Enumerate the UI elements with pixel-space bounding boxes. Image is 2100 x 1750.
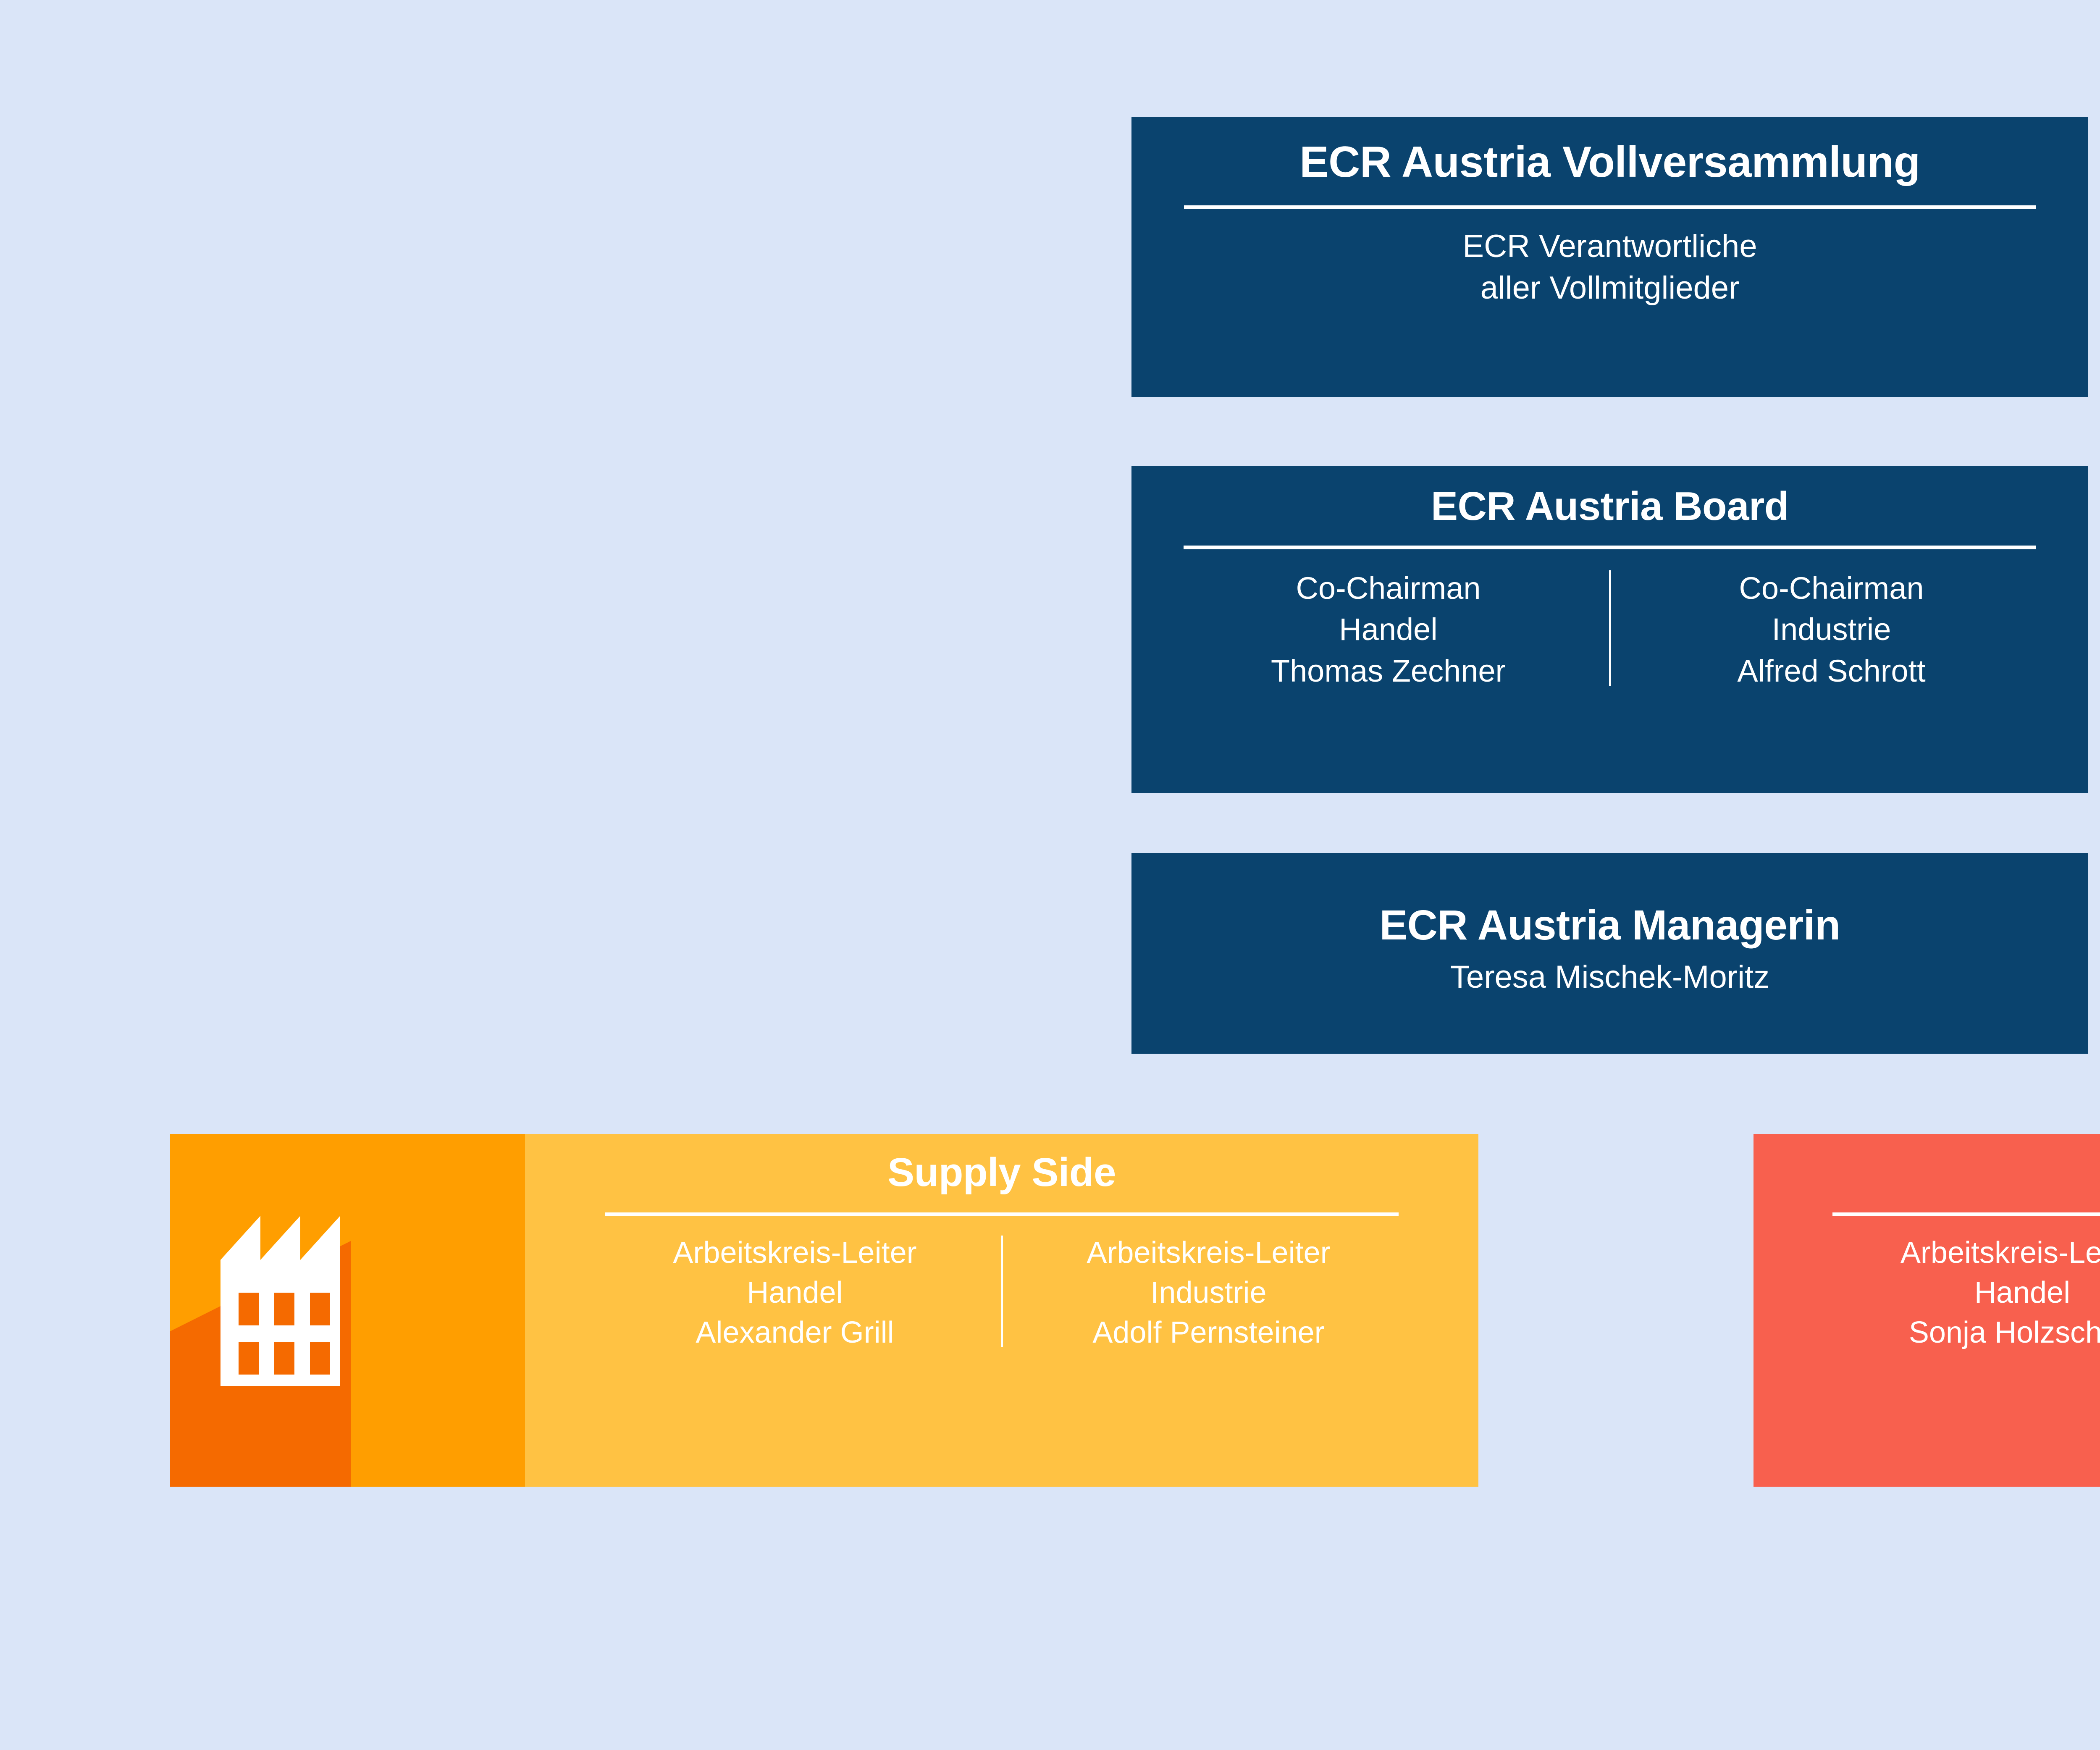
vollversammlung-subtitle: ECR Verantwortliche aller Vollmitglieder [1131, 226, 2088, 309]
demand-handel-domain: Handel [1974, 1275, 2071, 1309]
board-column-industrie: Co-Chairman Industrie Alfred Schrott [1611, 568, 2052, 692]
panel-supply-side: Supply Side Arbeitskreis-Leiter Handel A… [170, 1134, 1478, 1487]
supply-columns: Arbeitskreis-Leiter Handel Alexander Gri… [525, 1233, 1478, 1353]
supply-icon-pane [170, 1134, 525, 1487]
card-vollversammlung: ECR Austria Vollversammlung ECR Verantwo… [1131, 117, 2088, 397]
board-industrie-name: Alfred Schrott [1737, 653, 1926, 688]
demand-handel-name: Sonja Holzschuh [1908, 1315, 2100, 1349]
board-handel-domain: Handel [1339, 612, 1438, 647]
supply-industrie-role: Arbeitskreis-Leiter [1087, 1236, 1331, 1270]
vollversammlung-sub-line-2: aller Vollmitglieder [1480, 270, 1740, 306]
board-handel-name: Thomas Zechner [1270, 653, 1506, 688]
managerin-title: ECR Austria Managerin [1379, 902, 1840, 949]
demand-columns: Arbeitskreis-Leiter Handel Sonja Holzsch… [1754, 1233, 2100, 1353]
vollversammlung-title: ECR Austria Vollversammlung [1299, 138, 1920, 186]
supply-title: Supply Side [887, 1150, 1116, 1195]
supply-handel-name: Alexander Grill [696, 1315, 894, 1349]
supply-handel-role: Arbeitskreis-Leiter [673, 1236, 917, 1270]
factory-icon [170, 1216, 351, 1487]
panel-demand-side: Demand Side Arbeitskreis-Leiter Handel S… [1754, 1134, 2100, 1487]
demand-body: Demand Side Arbeitskreis-Leiter Handel S… [1754, 1134, 2100, 1487]
vollversammlung-sub-line-1: ECR Verantwortliche [1462, 228, 1757, 265]
demand-title: Demand Side [1754, 1152, 2100, 1194]
supply-industrie-name: Adolf Pernsteiner [1092, 1315, 1325, 1349]
card-managerin: ECR Austria Managerin Teresa Mischek-Mor… [1131, 853, 2088, 1054]
supply-divider [605, 1212, 1399, 1216]
board-industrie-domain: Industrie [1772, 612, 1891, 647]
supply-column-industrie: Arbeitskreis-Leiter Industrie Adolf Pern… [1003, 1233, 1415, 1353]
board-divider [1184, 545, 2036, 549]
card-board: ECR Austria Board Co-Chairman Handel Tho… [1131, 466, 2088, 793]
board-handel-role: Co-Chairman [1296, 570, 1481, 606]
vollversammlung-divider [1184, 205, 2036, 210]
board-industrie-role: Co-Chairman [1739, 570, 1924, 606]
supply-industrie-domain: Industrie [1150, 1275, 1267, 1309]
board-columns: Co-Chairman Handel Thomas Zechner Co-Cha… [1131, 568, 2088, 692]
board-column-divider [1609, 570, 1611, 686]
supply-handel-domain: Handel [747, 1275, 843, 1309]
supply-body: Supply Side Arbeitskreis-Leiter Handel A… [525, 1134, 1478, 1487]
board-title: ECR Austria Board [1431, 484, 1789, 529]
supply-column-handel: Arbeitskreis-Leiter Handel Alexander Gri… [589, 1233, 1001, 1353]
demand-column-handel: Arbeitskreis-Leiter Handel Sonja Holzsch… [1816, 1233, 2100, 1353]
demand-handel-role: Arbeitskreis-Leiter [1900, 1236, 2100, 1270]
demand-divider [1832, 1212, 2100, 1216]
supply-column-divider [1000, 1235, 1003, 1347]
board-column-handel: Co-Chairman Handel Thomas Zechner [1168, 568, 1609, 692]
managerin-name: Teresa Mischek-Moritz [1450, 959, 1770, 995]
